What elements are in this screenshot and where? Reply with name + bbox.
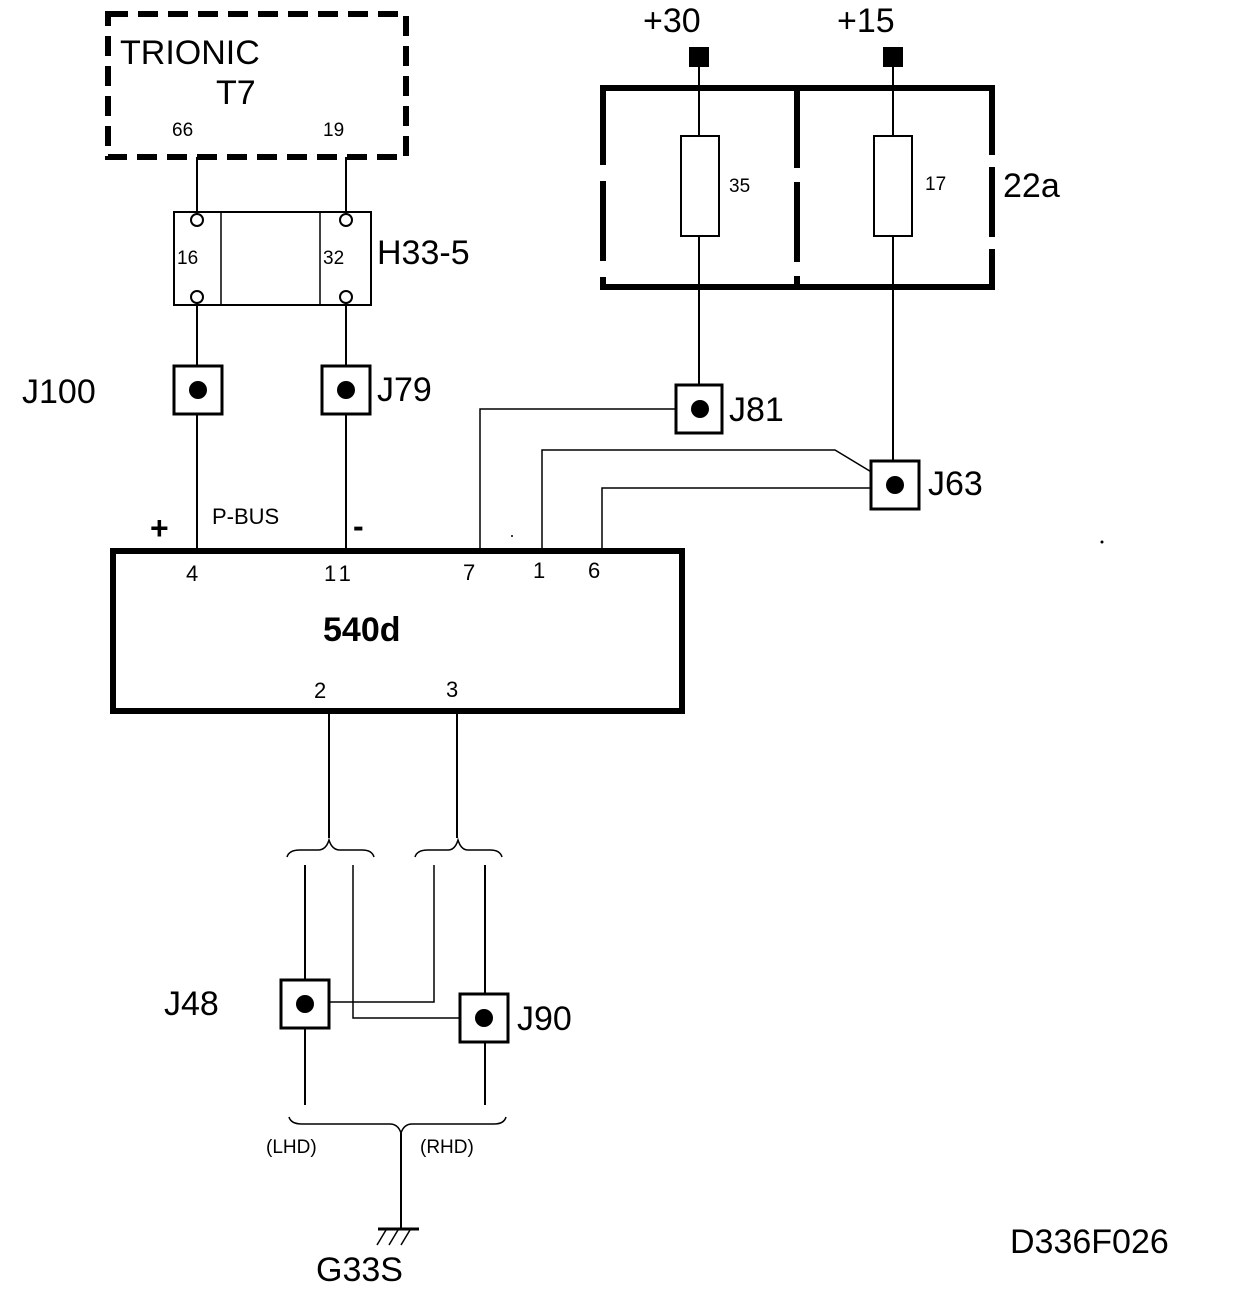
module-name: 540d [323, 611, 401, 649]
j100-dot [189, 381, 207, 399]
terminal-plus30 [689, 47, 709, 67]
document-id: D336F026 [1010, 1223, 1169, 1261]
h33-pin-16-label: 16 [177, 248, 198, 269]
wire-j63-pin1 [541, 449, 894, 551]
module-pin-2: 2 [314, 678, 326, 703]
trionic-model: T7 [216, 74, 256, 112]
brace-pin2 [286, 837, 375, 858]
module-540d [110, 548, 685, 714]
fusebox-label: 22a [1003, 167, 1060, 205]
pbus-label: P-BUS [212, 504, 279, 529]
j63-label: J63 [928, 465, 983, 503]
h33-pin-32-top [339, 213, 353, 227]
scan-speck-2 [511, 535, 513, 537]
j81-dot [691, 400, 709, 418]
pbus-plus: + [150, 510, 169, 546]
scan-speck [1100, 540, 1104, 544]
module-pin-1: 1 [533, 558, 545, 583]
h33-pin-16-top [190, 213, 204, 227]
module-pin-7: 7 [463, 560, 475, 585]
j79-label: J79 [377, 371, 432, 409]
module-pin-3: 3 [446, 677, 458, 702]
module-pin-6: 6 [588, 558, 600, 583]
wire-j63-pin6 [601, 487, 893, 551]
j100-label: J100 [22, 373, 96, 411]
trionic-title: TRIONIC [120, 34, 260, 72]
j90-label: J90 [517, 1000, 572, 1038]
h33-pin-32-label: 32 [323, 248, 344, 269]
h33-connector [173, 211, 372, 306]
terminal-plus15 [883, 47, 903, 67]
ground-hatch-3 [400, 1229, 411, 1246]
trionic-pin-19: 19 [323, 120, 344, 141]
wire-j81-pin7 [479, 408, 699, 551]
ground-hatch-2 [388, 1229, 399, 1246]
module-pin-4: 4 [186, 561, 198, 586]
j48-dot [296, 995, 314, 1013]
supply-plus15: +15 [837, 2, 895, 40]
wire-rhd-pin2 [352, 865, 484, 1019]
brace-ground [288, 1116, 507, 1136]
fuse-35-label: 35 [729, 176, 750, 197]
fuse-17 [873, 135, 913, 237]
variant-rhd: (RHD) [420, 1137, 474, 1158]
fuse-17-label: 17 [925, 174, 946, 195]
j79-junction [320, 364, 372, 416]
trionic-box [105, 11, 409, 160]
supply-plus30: +30 [643, 2, 701, 40]
brace-pin3 [414, 837, 503, 858]
j90-dot [475, 1009, 493, 1027]
h33-pin-32-bottom [339, 290, 353, 304]
ground-hatch-1 [376, 1229, 387, 1246]
ground-label: G33S [316, 1251, 403, 1289]
fuse-35 [680, 135, 720, 237]
j48-label: J48 [164, 985, 219, 1023]
pbus-minus: - [353, 508, 364, 544]
h33-label: H33-5 [377, 234, 470, 272]
h33-pin-16-bottom [190, 290, 204, 304]
j63-dot [886, 476, 904, 494]
j79-dot [337, 381, 355, 399]
trionic-pin-66: 66 [172, 120, 193, 141]
variant-lhd: (LHD) [266, 1137, 317, 1158]
module-pin-11: 11 [324, 561, 355, 586]
j81-label: J81 [729, 391, 784, 429]
wire-lhd-pin3 [306, 865, 435, 1003]
